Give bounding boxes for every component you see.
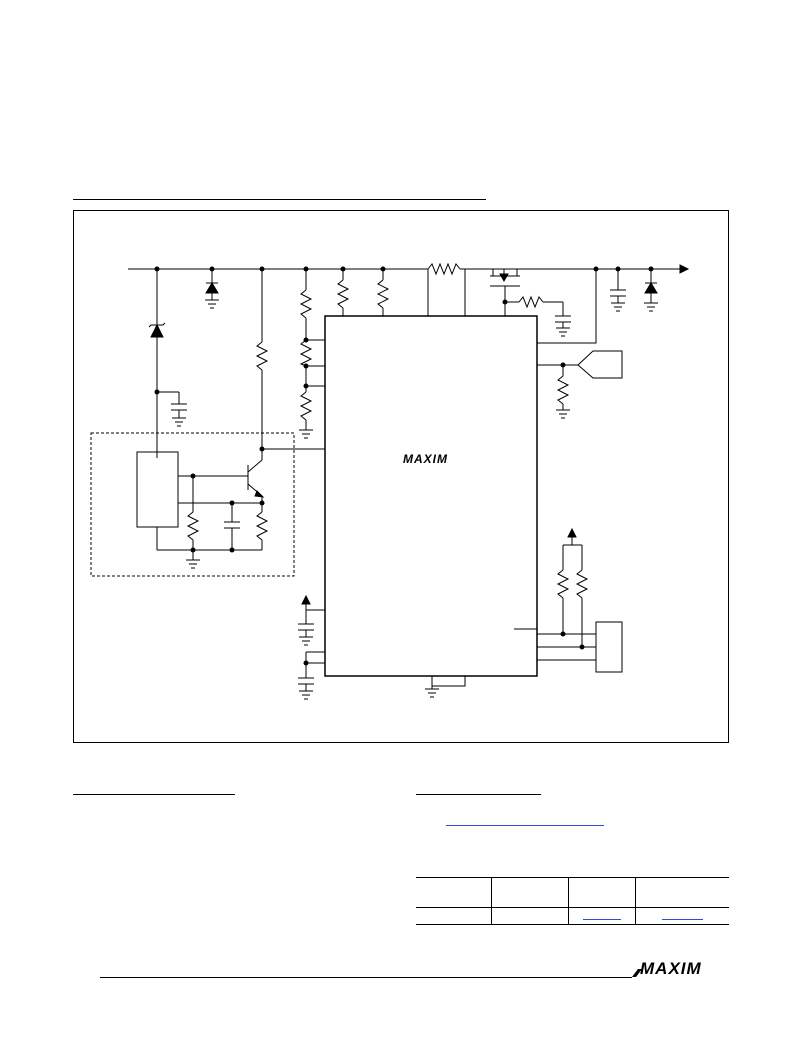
table-row [416,907,729,925]
link-underline[interactable] [661,919,703,920]
left-section-heading-rule [73,794,235,795]
table-header-cell [567,877,636,908]
table-cell-link[interactable] [634,907,729,925]
table-header-cell [491,877,569,908]
link-underline[interactable] [582,919,621,920]
table-cell [416,907,492,925]
footer-rule [100,977,632,978]
table-cell-link[interactable] [567,907,636,925]
table-cell [491,907,569,925]
typical-circuit-frame [73,210,729,743]
chip-maxim-logo: MAXIM [403,452,448,466]
right-section-heading-rule [416,794,541,795]
package-information-table [416,877,729,925]
hyperlink-underline[interactable] [446,825,604,826]
footer-maxim-logo: MAXIM [640,959,702,978]
table-header-row [416,877,729,908]
section-heading-rule [73,199,486,200]
